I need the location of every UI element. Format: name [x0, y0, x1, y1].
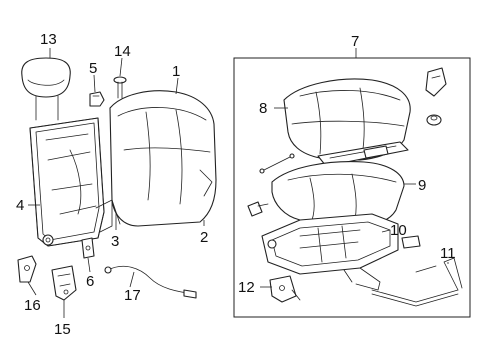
callout-5: 5	[89, 60, 97, 77]
callout-4: 4	[16, 197, 24, 214]
cushion-assembly-box	[233, 57, 471, 318]
cushion-cover	[283, 78, 411, 161]
heater-wire	[259, 153, 295, 174]
callout-1: 1	[172, 63, 180, 80]
callout-11: 11	[440, 245, 456, 262]
cushion-bolt	[247, 201, 269, 217]
callout-7: 7	[351, 33, 359, 50]
callout-15: 15	[54, 321, 71, 338]
bracket-6	[81, 237, 95, 259]
callout-17: 17	[124, 287, 141, 304]
leader-lines	[27, 48, 449, 318]
seatback-pad	[109, 90, 217, 227]
callout-2: 2	[200, 229, 208, 246]
seat-rail	[371, 257, 463, 307]
bolt-part	[113, 76, 127, 99]
seat-frame	[261, 213, 421, 291]
callout-10: 10	[390, 222, 407, 239]
bracket-15	[51, 265, 77, 301]
callout-3: 3	[111, 233, 119, 250]
heater-mat	[317, 141, 409, 167]
headrest	[21, 57, 71, 121]
bracket-16	[17, 255, 37, 283]
callout-12: 12	[238, 279, 255, 296]
buckle-part	[425, 67, 447, 126]
callout-16: 16	[24, 297, 41, 314]
callout-14: 14	[114, 43, 131, 60]
callout-6: 6	[86, 273, 94, 290]
clip-part	[89, 91, 105, 107]
bracket-12	[269, 275, 301, 303]
release-cable	[104, 265, 197, 299]
callout-9: 9	[418, 177, 426, 194]
seatback-frame	[29, 117, 113, 247]
callout-8: 8	[259, 100, 267, 117]
callout-13: 13	[40, 31, 57, 48]
